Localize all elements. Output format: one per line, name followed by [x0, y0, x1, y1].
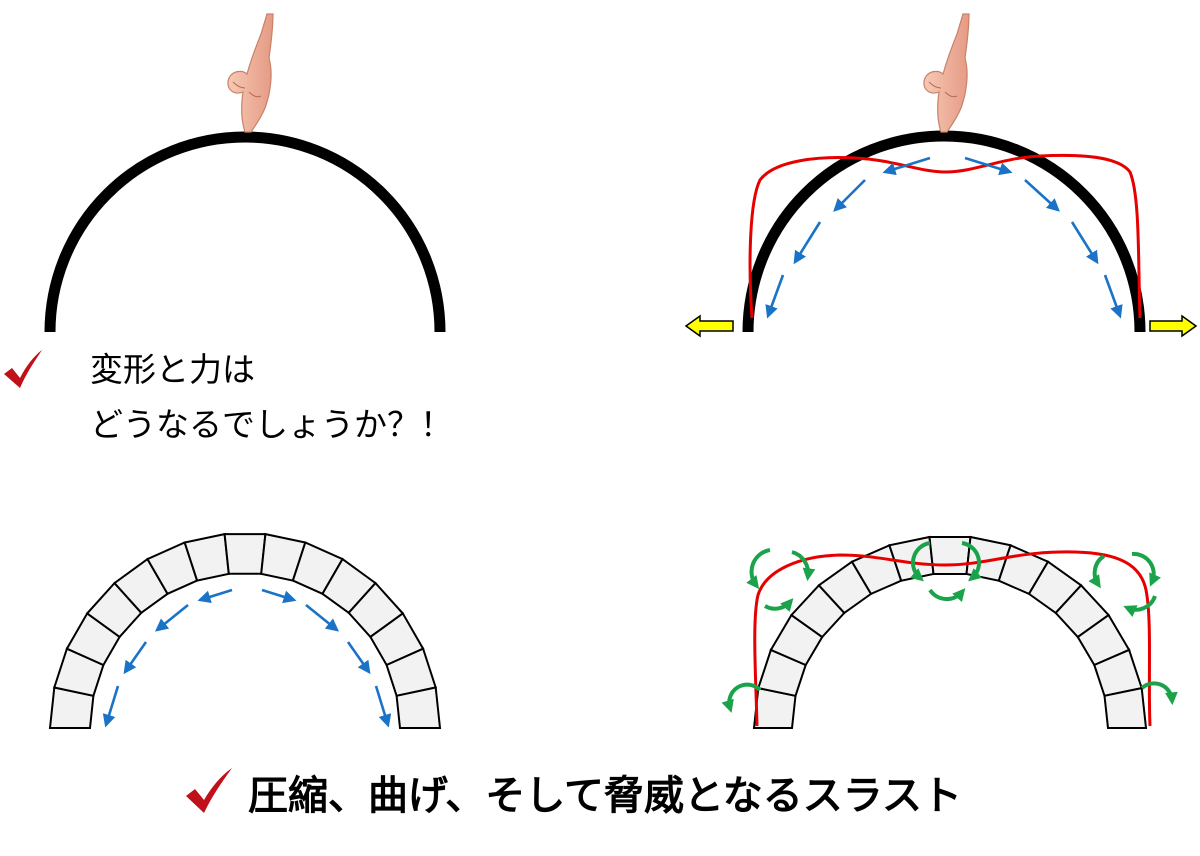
force-arrow — [154, 603, 189, 632]
thrust-arrow-icon — [684, 314, 734, 338]
force-arrow — [1024, 179, 1060, 212]
finger-pointing-down-icon — [227, 13, 274, 133]
force-arrow — [123, 641, 148, 675]
rotation-arrow-icon — [1088, 554, 1106, 589]
checkmark-icon — [186, 768, 232, 813]
force-arrow — [964, 156, 1013, 176]
rotation-arrow-icon — [721, 682, 762, 713]
force-arrows — [765, 156, 1123, 319]
rotation-arrows — [721, 541, 1178, 713]
arch-blocks — [48, 532, 442, 729]
rotation-arrow-icon — [910, 541, 931, 582]
question-line-1: 変形と力は — [90, 350, 255, 389]
rotation-arrow-icon — [1131, 551, 1161, 587]
rotation-arrow-icon — [928, 588, 966, 602]
force-arrow — [793, 221, 822, 265]
force-arrow — [765, 274, 785, 319]
rotation-arrow-icon — [791, 550, 816, 582]
force-arrow — [346, 641, 371, 675]
rotation-arrow-icon — [1123, 595, 1157, 617]
conclusion-text: 圧縮、曲げ、そして脅威となるスラスト — [248, 773, 962, 819]
question-line-2: どうなるでしょうか？！ — [90, 405, 453, 444]
force-arrow — [102, 685, 120, 728]
force-arrow — [1070, 221, 1099, 265]
arch-blocks — [752, 535, 1148, 729]
panel-block-arch-deformed — [721, 535, 1178, 729]
thrust-arrow-icon — [1149, 314, 1198, 338]
panel-block-arch — [48, 532, 442, 729]
rotation-arrow-icon — [961, 541, 982, 582]
force-arrow — [374, 685, 392, 728]
rotation-arrow-icon — [1140, 681, 1178, 706]
force-arrow — [197, 588, 233, 604]
panel-deformed-arch — [684, 13, 1198, 338]
arch-curve — [44, 131, 446, 333]
deformed-shape-curve — [753, 550, 1152, 727]
force-arrow — [261, 588, 297, 604]
checkmark-icon — [4, 350, 42, 388]
force-arrow — [305, 603, 340, 632]
arch-curve — [742, 130, 1146, 333]
deformed-shape-curve — [748, 153, 1142, 319]
force-arrows — [102, 588, 392, 728]
panel-plain-arch — [44, 13, 446, 333]
arch-block — [1103, 686, 1148, 729]
arch-block — [395, 686, 442, 729]
rotation-arrow-icon — [763, 598, 794, 612]
arch-block — [223, 533, 267, 575]
finger-pointing-down-icon — [923, 13, 970, 133]
force-arrow — [882, 156, 931, 176]
force-arrow — [833, 179, 866, 212]
rotation-arrow-icon — [746, 548, 771, 590]
force-arrow — [1103, 274, 1123, 319]
